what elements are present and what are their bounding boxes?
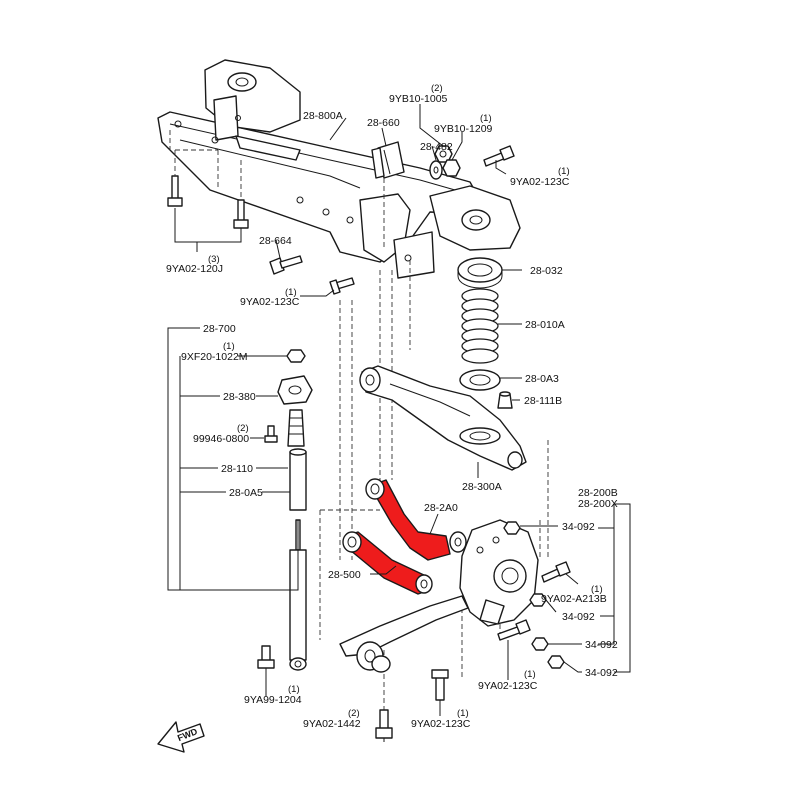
bolt-9ya02-1442	[375, 709, 393, 739]
label-28-200x: 28-200X	[578, 498, 618, 510]
qty-9yb10-1005: (2)	[431, 83, 443, 94]
label-9ya02-123c-mid: 9YA02-123C	[240, 296, 300, 308]
label-9yb10-1209: 9YB10-1209	[434, 123, 493, 135]
lower-control-arm-28-500	[342, 531, 433, 595]
bolt-9ya02-123c-low	[497, 619, 531, 641]
label-28-500: 28-500	[328, 569, 361, 581]
shock-absorber	[289, 519, 307, 671]
qty-99946-0800: (2)	[237, 423, 249, 434]
bushing-mount	[371, 141, 405, 179]
qty-9ya02-123c-mid: (1)	[285, 287, 297, 298]
bolt-9ya99-1204	[257, 645, 275, 669]
bolt-9ya02-a213b	[541, 561, 571, 583]
label-9yb10-1005: 9YB10-1005	[389, 93, 448, 105]
qty-9ya99-1204: (1)	[288, 684, 300, 695]
label-28-110: 28-110	[221, 463, 253, 475]
label-9xf20-1022m: 9XF20-1022M	[181, 351, 248, 363]
label-9ya99-1204: 9YA99-1204	[244, 694, 302, 706]
label-9ya02-a213b: 9YA02-A213B	[541, 593, 607, 605]
bolt-99946-0800	[264, 425, 278, 443]
label-34-092-b: 34-092	[562, 611, 595, 623]
nut-34-092-c	[531, 637, 549, 651]
nut-34-092-a	[503, 521, 521, 535]
washer-28-482	[429, 160, 443, 180]
label-28-2a0: 28-2A0	[424, 502, 458, 514]
bolt-left-2	[233, 199, 249, 229]
label-99946-0800: 99946-0800	[193, 433, 249, 445]
forward-direction-marker: FWD	[157, 721, 205, 753]
label-28-300a: 28-300A	[462, 481, 502, 493]
rear-crossmember	[157, 59, 521, 279]
label-9ya02-1442: 9YA02-1442	[303, 718, 361, 730]
bolt-9ya02-123c-bot	[431, 669, 449, 701]
spring-seat-lower	[459, 369, 501, 391]
nut-34-092-b	[529, 593, 547, 607]
lower-control-arm	[359, 365, 527, 471]
nut-34-092-d	[547, 655, 565, 669]
label-28-700: 28-700	[203, 323, 236, 335]
label-9ya02-123c-bot: 9YA02-123C	[411, 718, 471, 730]
label-9ya02-123c-top: 9YA02-123C	[510, 176, 570, 188]
coil-spring	[461, 288, 499, 364]
spring-seat-upper	[457, 257, 503, 289]
qty-9ya02-a213b: (1)	[591, 584, 603, 595]
qty-9ya02-123c-top: (1)	[558, 166, 570, 177]
label-28-032: 28-032	[530, 265, 563, 277]
qty-9ya02-120j: (3)	[208, 254, 220, 265]
label-28-380: 28-380	[223, 391, 256, 403]
qty-9yb10-1209: (1)	[480, 113, 492, 124]
upper-nut-9xf20	[286, 349, 306, 363]
callout-labels: 28-800A 28-660 (2) 9YB10-1005 (1) 9YB10-…	[166, 83, 618, 730]
upper-control-arm-28-2a0	[365, 478, 467, 561]
rear-knuckle	[459, 519, 539, 627]
label-28-010a: 28-010A	[525, 319, 565, 331]
bolt-28-664	[269, 255, 303, 275]
label-28-664: 28-664	[259, 235, 292, 247]
label-9ya02-120j: 9YA02-120J	[166, 263, 223, 275]
bump-stop-28-110	[287, 409, 305, 447]
trailing-arm	[339, 595, 469, 673]
label-28-200b: 28-200B	[578, 487, 618, 499]
label-9ya02-123c-low: 9YA02-123C	[478, 680, 538, 692]
label-28-0a3: 28-0A3	[525, 373, 559, 385]
label-28-482: 28-482	[420, 141, 453, 153]
qty-9ya02-1442: (2)	[348, 708, 360, 719]
label-28-660: 28-660	[367, 117, 400, 129]
label-28-800a: 28-800A	[303, 110, 343, 122]
qty-9ya02-123c-bot: (1)	[457, 708, 469, 719]
label-28-0a5: 28-0A5	[229, 487, 263, 499]
dust-boot-28-0a5	[289, 448, 307, 511]
bolt-left-1	[167, 175, 183, 207]
label-34-092-c: 34-092	[585, 639, 618, 651]
label-34-092-d: 34-092	[585, 667, 618, 679]
bolt-mid-left	[329, 277, 355, 295]
qty-9xf20-1022m: (1)	[223, 341, 235, 352]
leader-lines	[167, 104, 631, 742]
nut-9yb10-1209	[442, 159, 461, 177]
label-28-111b: 28-111B	[524, 395, 562, 407]
bolt-top-right	[483, 145, 515, 167]
bump-stop-28-111b	[497, 391, 513, 409]
shock-mount-28-380	[277, 375, 313, 405]
label-34-092-a: 34-092	[562, 521, 595, 533]
qty-9ya02-123c-low: (1)	[524, 669, 536, 680]
